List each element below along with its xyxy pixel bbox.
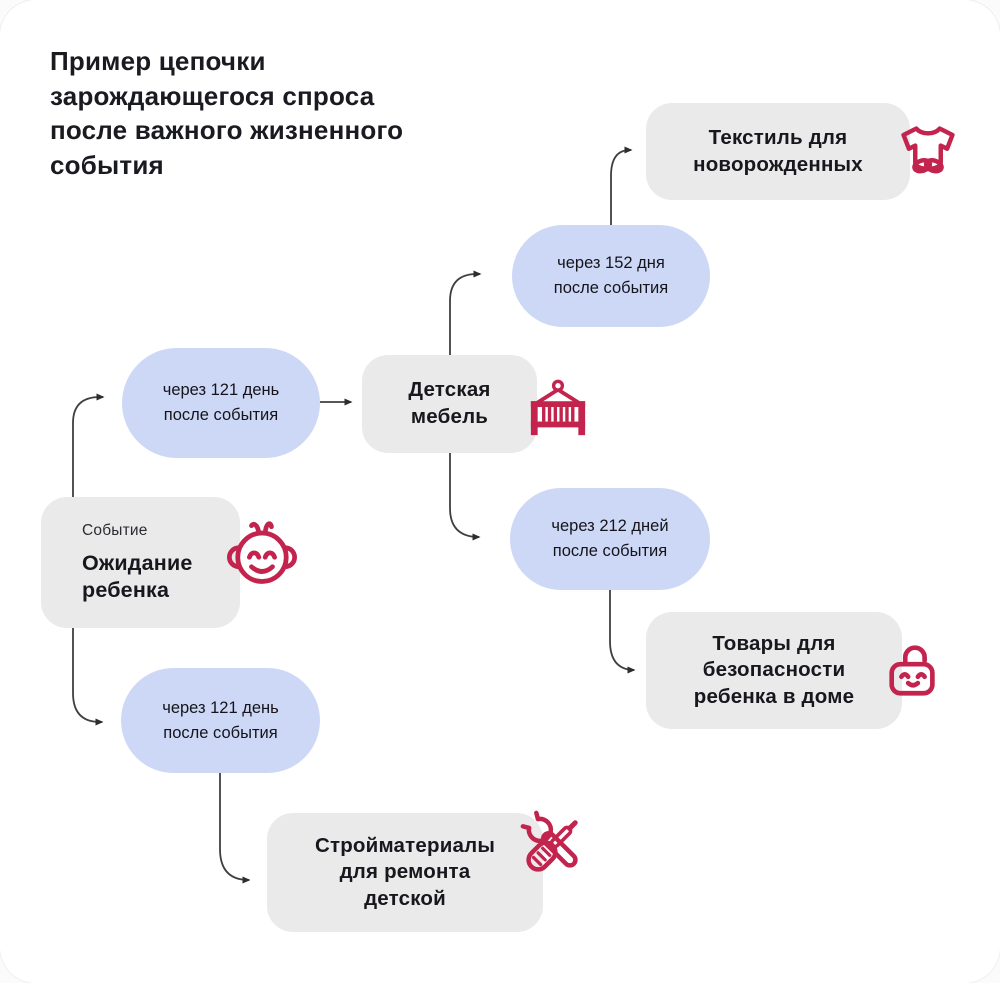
onesie-icon	[894, 121, 962, 185]
crib-icon	[527, 377, 589, 439]
category-node-textile: Текстиль для новорожденных	[646, 103, 910, 200]
event-label: Ожидание ребенка	[82, 551, 193, 602]
category-node-furniture: Детская мебель	[362, 355, 537, 453]
event-node: Событие Ожидание ребенка	[41, 497, 240, 628]
lock-icon	[882, 636, 944, 704]
page-title: Пример цепочки зарождающегося спроса пос…	[50, 46, 404, 180]
tools-icon	[514, 804, 594, 884]
event-tag: Событие	[82, 522, 148, 539]
delay-node-212: через 212 дней после события	[510, 488, 710, 590]
delay-node-152: через 152 дня после события	[512, 225, 710, 327]
delay-node-121-top: через 121 день после события	[122, 348, 320, 458]
category-node-safety: Товары для безопасности ребенка в доме	[646, 612, 902, 729]
delay-node-121-bottom: через 121 день после события	[121, 668, 320, 773]
baby-face-icon	[222, 512, 302, 592]
category-node-materials: Стройматериалы для ремонта детской	[267, 813, 543, 932]
